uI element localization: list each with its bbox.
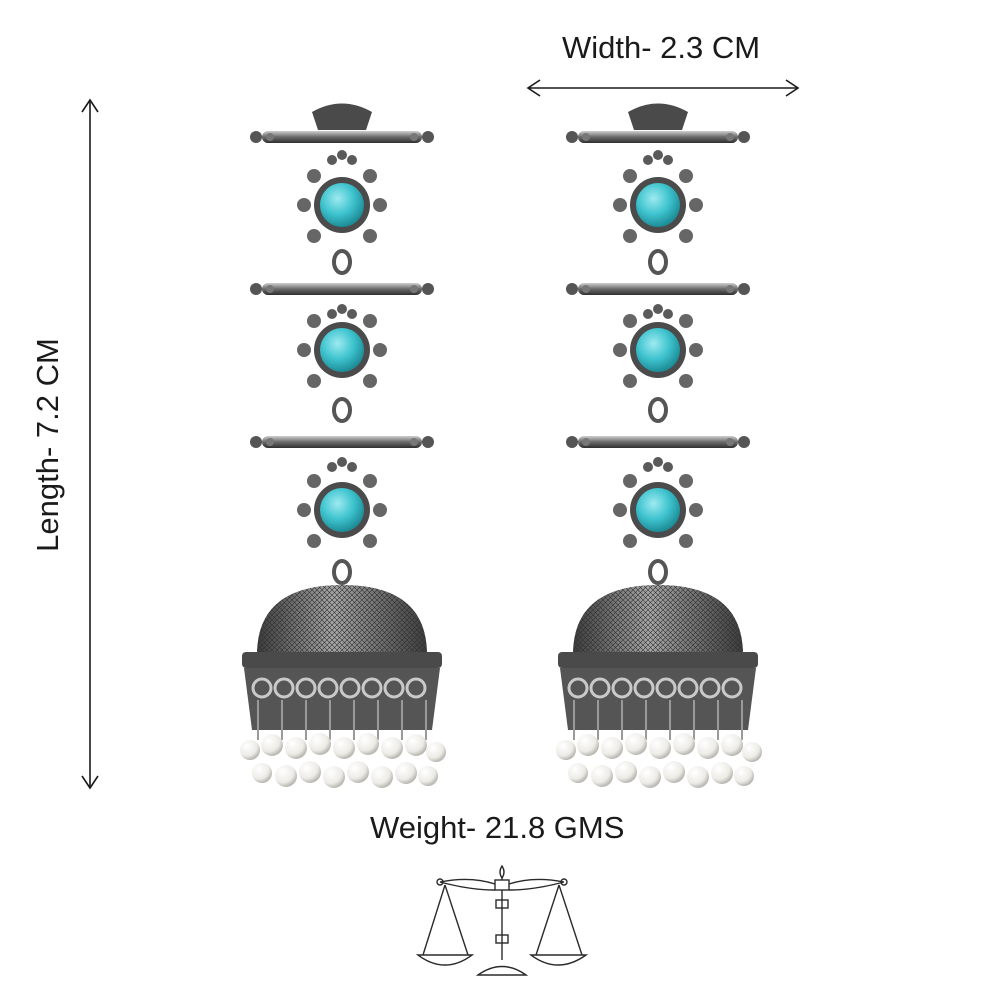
length-arrow-icon: [81, 98, 99, 790]
weight-label: Weight- 21.8 GMS: [370, 810, 625, 845]
balance-scale-icon: [415, 864, 589, 976]
width-label: Width- 2.3 CM: [562, 30, 761, 65]
length-label: Length- 7.2 CM: [30, 338, 65, 552]
width-arrow-icon: [526, 79, 800, 97]
left-earring-image: [238, 101, 448, 790]
right-earring-image: [554, 101, 764, 790]
